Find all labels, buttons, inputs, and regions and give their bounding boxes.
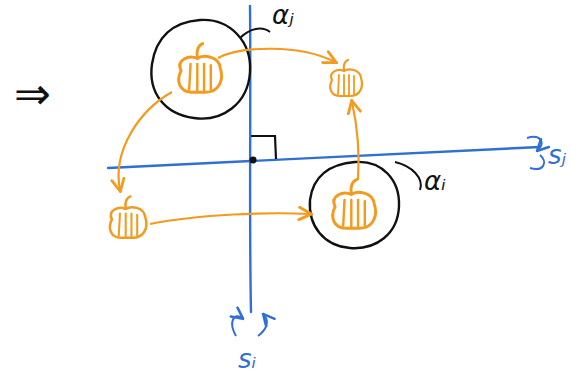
angle-arc xyxy=(395,162,421,190)
reflection-label: sᵢ xyxy=(238,346,256,372)
angle-arc xyxy=(240,29,270,38)
pumpkin-icon xyxy=(333,180,376,229)
angle-label: αⱼ xyxy=(272,2,294,28)
orbit-arrow xyxy=(218,49,335,62)
reflection-arrow xyxy=(530,155,544,169)
right-angle-mark xyxy=(251,136,276,159)
orbit-arrow xyxy=(352,102,359,180)
pumpkin-icon xyxy=(179,44,222,93)
reflection-arrow xyxy=(258,315,267,336)
root-circle xyxy=(151,20,250,119)
axis-line xyxy=(108,147,540,168)
pumpkin-icon xyxy=(330,60,362,96)
implies-symbol: ⇒ xyxy=(14,72,51,116)
angle-label: αᵢ xyxy=(424,168,446,194)
reflection-arrow xyxy=(232,316,242,336)
reflection-label: sⱼ xyxy=(548,142,566,168)
orbit-arrow xyxy=(119,92,172,190)
orbit-arrow xyxy=(150,213,310,224)
pumpkin-icon xyxy=(110,196,146,237)
reflection-arrow xyxy=(527,137,542,150)
origin-dot xyxy=(250,157,257,164)
root-circle xyxy=(310,162,399,248)
